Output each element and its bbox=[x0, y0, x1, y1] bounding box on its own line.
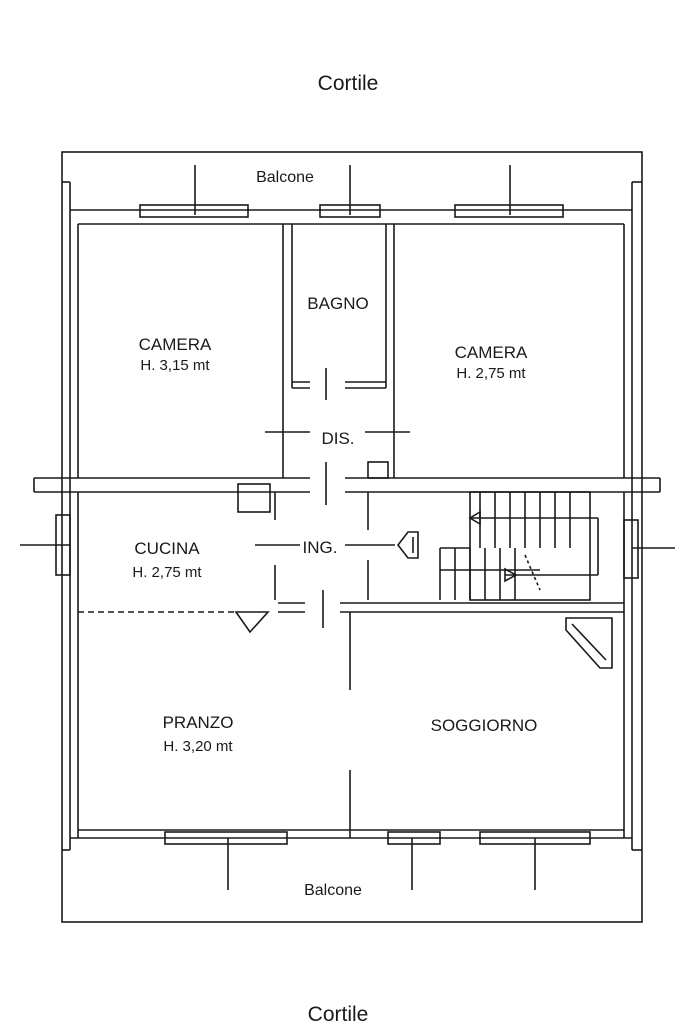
shaft-left bbox=[237, 483, 271, 513]
shaft-right bbox=[367, 461, 389, 479]
living-room-label: SOGGIORNO bbox=[431, 716, 538, 735]
window-bottom-1 bbox=[164, 831, 288, 845]
dining-name: PRANZO bbox=[163, 713, 234, 732]
courtyard-top-label: Cortile bbox=[318, 72, 379, 95]
chimney-kitchen bbox=[234, 611, 270, 634]
balcony-top-label: Balcone bbox=[256, 169, 314, 186]
balcony-bottom-label: Balcone bbox=[304, 882, 362, 899]
kitchen-name: CUCINA bbox=[134, 539, 200, 558]
building-outline bbox=[61, 151, 643, 923]
bedroom-left-height: H. 3,15 mt bbox=[140, 357, 210, 374]
staircase bbox=[439, 491, 599, 601]
hallway-label: DIS. bbox=[321, 429, 354, 448]
courtyard-bottom-label: Cortile bbox=[308, 1003, 369, 1024]
kitchen-height: H. 2,75 mt bbox=[132, 564, 202, 581]
window-right bbox=[623, 519, 639, 579]
bedroom-left-name: CAMERA bbox=[139, 335, 212, 354]
entrance-label: ING. bbox=[303, 538, 338, 557]
window-top-3 bbox=[454, 204, 564, 218]
window-top-1 bbox=[139, 204, 249, 218]
bedroom-right-height: H. 2,75 mt bbox=[456, 365, 526, 382]
dining-height: H. 3,20 mt bbox=[163, 738, 233, 755]
window-bottom-2 bbox=[387, 831, 441, 845]
bathroom-label: BAGNO bbox=[307, 294, 368, 313]
bedroom-right-name: CAMERA bbox=[455, 343, 528, 362]
fireplace bbox=[565, 617, 613, 669]
entrance-door-icon bbox=[396, 531, 419, 559]
